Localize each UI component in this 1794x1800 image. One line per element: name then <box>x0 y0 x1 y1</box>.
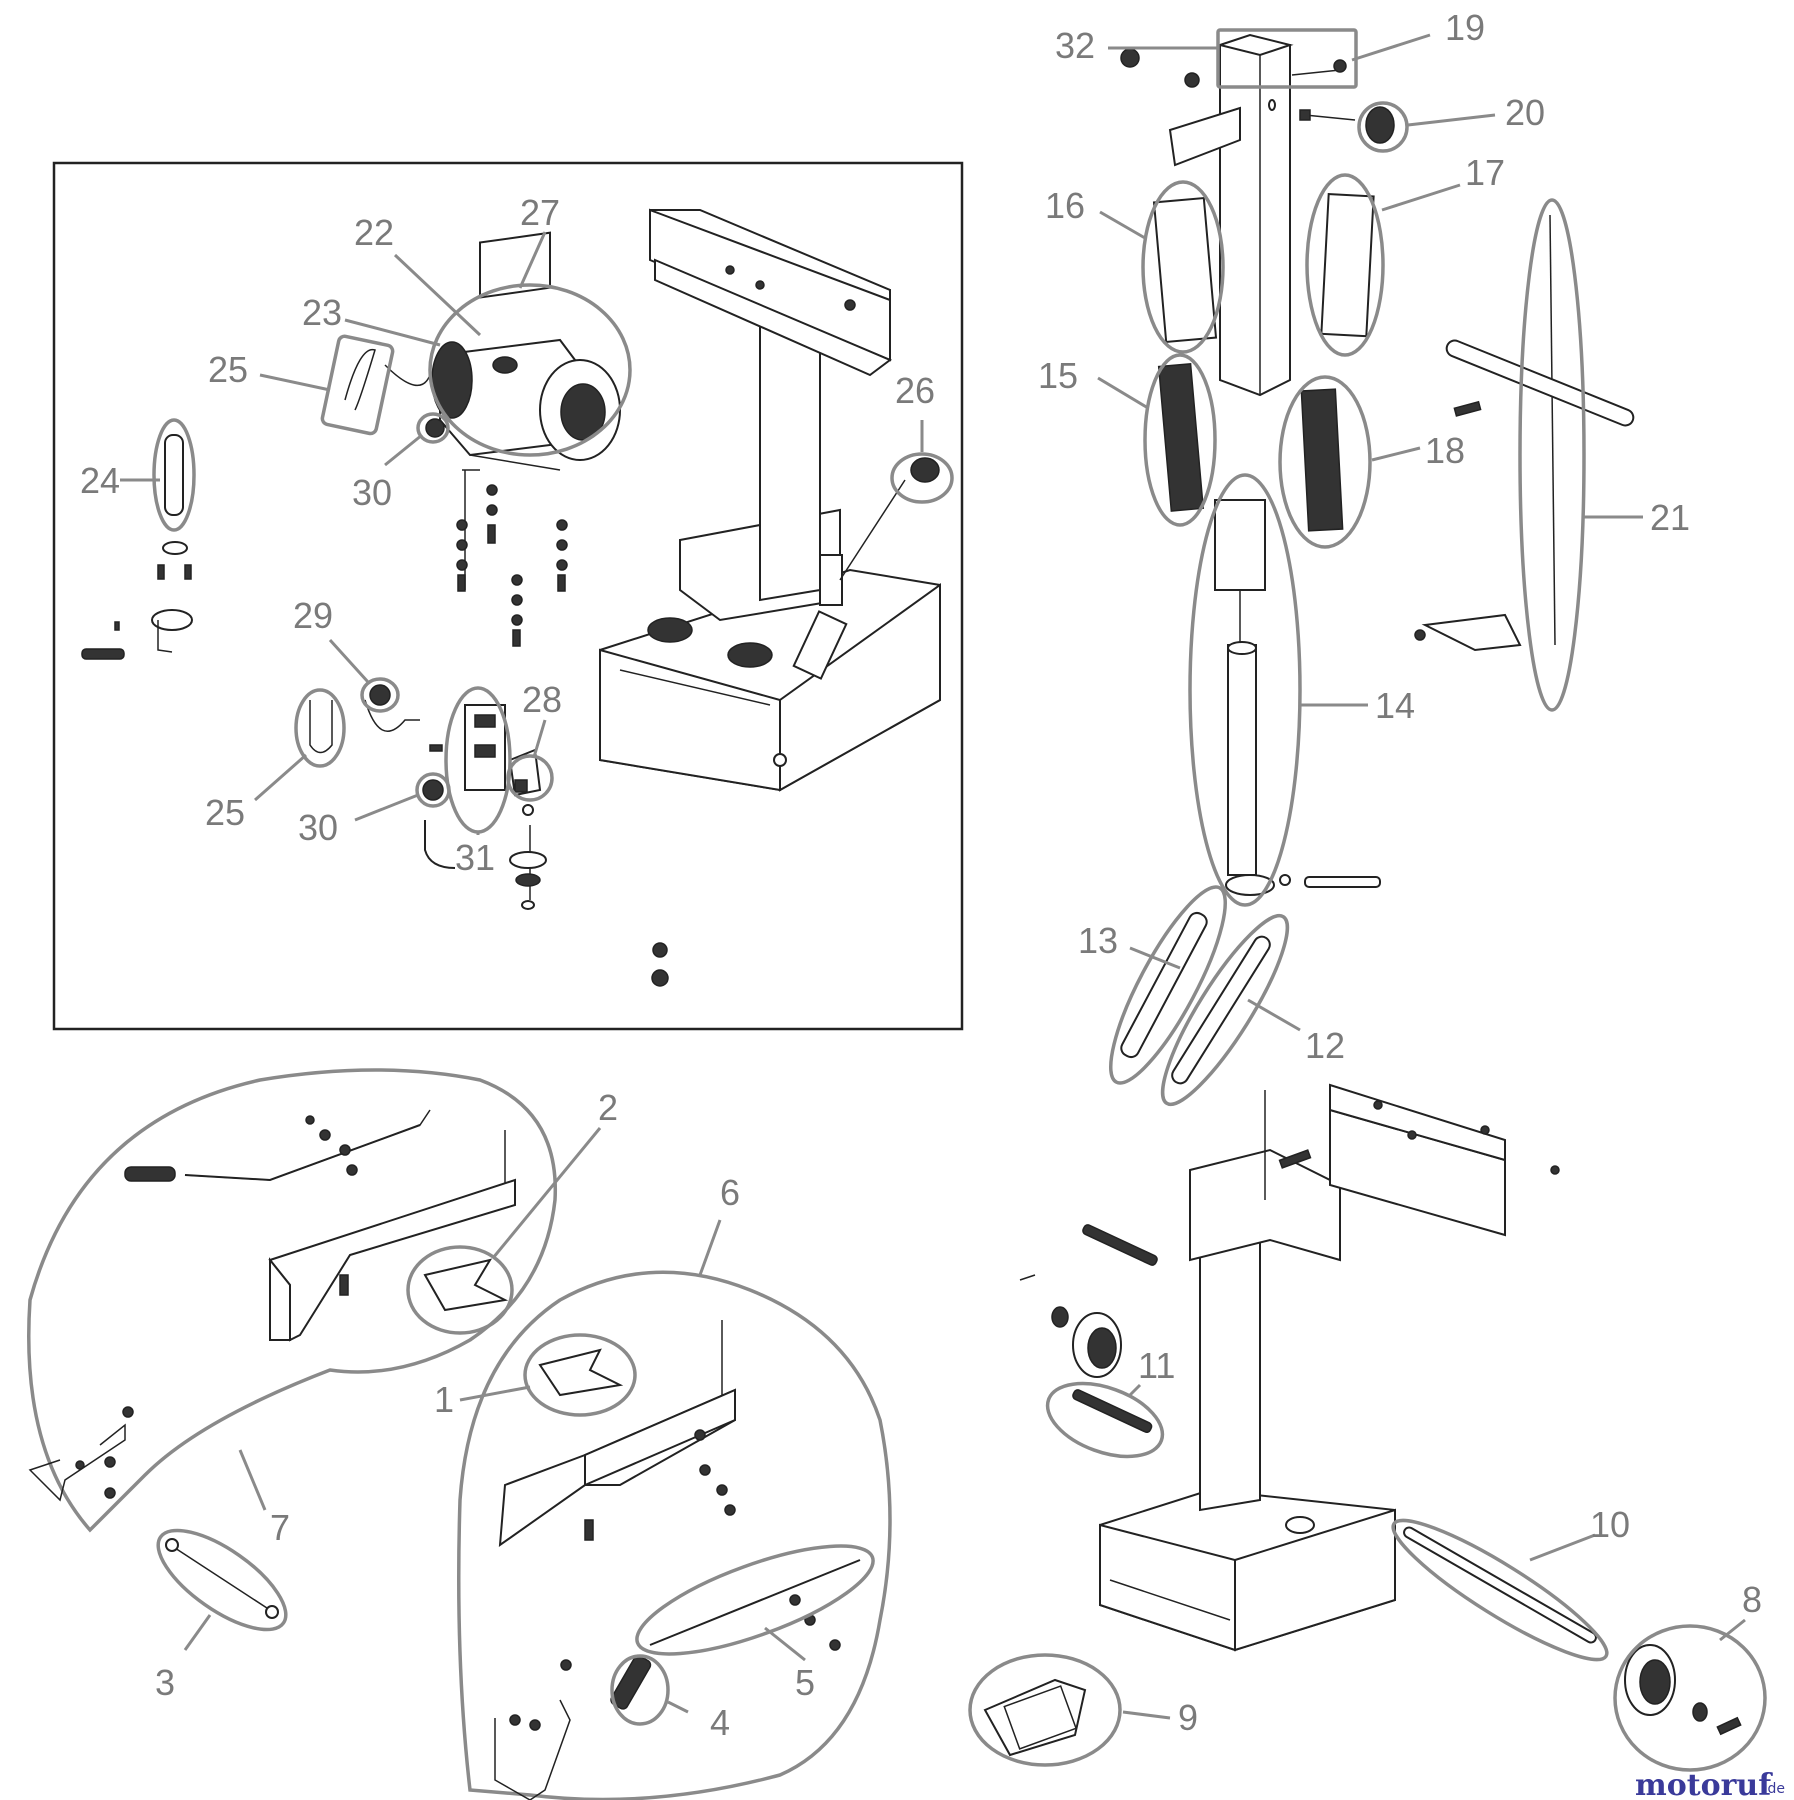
outline-10 <box>1391 1518 1609 1662</box>
callout-10: 10 <box>1590 1504 1630 1545</box>
callout-20: 20 <box>1505 92 1545 133</box>
callout-6: 6 <box>720 1172 740 1213</box>
outline-2 <box>406 1245 514 1335</box>
outline-25-upper <box>320 334 395 436</box>
splitter-base-inset <box>599 208 941 792</box>
callout-9: 9 <box>1178 1697 1198 1738</box>
outline-6 <box>457 1270 892 1800</box>
outline-16 <box>1141 180 1225 354</box>
outline-15 <box>1143 353 1217 527</box>
outline-20 <box>1357 101 1409 153</box>
hose-25-upper <box>344 348 376 411</box>
outline-3 <box>156 1528 288 1632</box>
fitting-28-elbow <box>514 779 528 793</box>
bolt-stacks <box>456 469 669 987</box>
watermark-brand: motoruf <box>1635 1768 1773 1800</box>
outline-9 <box>968 1653 1122 1767</box>
callout-28: 28 <box>522 679 562 720</box>
callout-15: 15 <box>1038 355 1078 396</box>
fitting-30-upper <box>425 418 445 438</box>
outline-29 <box>360 677 400 713</box>
suction-tube-24 <box>164 434 184 516</box>
outline-1 <box>523 1333 637 1417</box>
callout-17: 17 <box>1465 152 1505 193</box>
outline-5 <box>635 1544 875 1656</box>
outline-28 <box>506 754 554 802</box>
electric-motor <box>431 231 621 471</box>
callout-5: 5 <box>795 1662 815 1703</box>
table-assembly: 2 6 1 7 3 5 4 <box>27 1068 892 1800</box>
callout-25-lower: 25 <box>205 792 245 833</box>
callout-4: 4 <box>710 1702 730 1743</box>
callout-14: 14 <box>1375 685 1415 726</box>
outline-11 <box>1045 1381 1165 1459</box>
knob-26 <box>910 457 940 483</box>
inset-panel: 22 27 23 25 24 30 26 29 28 25 30 31 <box>52 161 964 1031</box>
callout-27: 27 <box>520 192 560 233</box>
filter-parts <box>81 564 193 660</box>
outline-27 <box>428 283 632 457</box>
callout-25-upper: 25 <box>208 349 248 390</box>
column-assembly: 32 19 20 16 17 15 18 21 14 13 12 <box>1038 7 1690 1107</box>
callout-26: 26 <box>895 370 935 411</box>
callout-7: 7 <box>270 1507 290 1548</box>
nut-20 <box>1365 106 1395 144</box>
spring-4 <box>610 1655 652 1710</box>
outline-21 <box>1518 198 1586 712</box>
callout-32: 32 <box>1055 25 1095 66</box>
outline-14 <box>1188 473 1302 907</box>
wire-lead <box>384 364 431 387</box>
callout-11: 11 <box>1138 1345 1175 1386</box>
outline-13 <box>1108 885 1228 1085</box>
outline-8 <box>1613 1624 1767 1772</box>
callout-8: 8 <box>1742 1579 1762 1620</box>
callout-30-upper: 30 <box>352 472 392 513</box>
callout-23: 23 <box>302 292 342 333</box>
base-assembly: 11 10 8 9 <box>968 1083 1767 1772</box>
callout-24: 24 <box>80 460 120 501</box>
callout-3: 3 <box>155 1662 175 1703</box>
inset-frame <box>52 161 964 1031</box>
callout-31: 31 <box>455 837 495 878</box>
callout-29: 29 <box>293 595 333 636</box>
outline-7 <box>27 1068 558 1533</box>
callout-12: 12 <box>1305 1025 1345 1066</box>
outline-24 <box>152 418 196 532</box>
callout-13: 13 <box>1078 920 1118 961</box>
control-valve <box>309 684 547 910</box>
outline-4 <box>610 1654 670 1726</box>
watermark: motoruf .de <box>1635 1768 1785 1800</box>
outline-30-upper <box>416 412 450 444</box>
outline-26 <box>890 452 954 504</box>
callout-19: 19 <box>1445 7 1485 48</box>
callout-21: 21 <box>1650 497 1690 538</box>
callout-2: 2 <box>598 1087 618 1128</box>
outline-25-lower <box>294 688 346 768</box>
callout-22: 22 <box>354 212 394 253</box>
callout-30-lower: 30 <box>298 807 338 848</box>
outline-12 <box>1160 913 1290 1107</box>
outline-17 <box>1305 173 1385 357</box>
callout-16: 16 <box>1045 185 1085 226</box>
callout-18: 18 <box>1425 430 1465 471</box>
outline-18 <box>1278 375 1372 549</box>
watermark-tld: .de <box>1763 1781 1785 1797</box>
callout-1: 1 <box>434 1379 454 1420</box>
